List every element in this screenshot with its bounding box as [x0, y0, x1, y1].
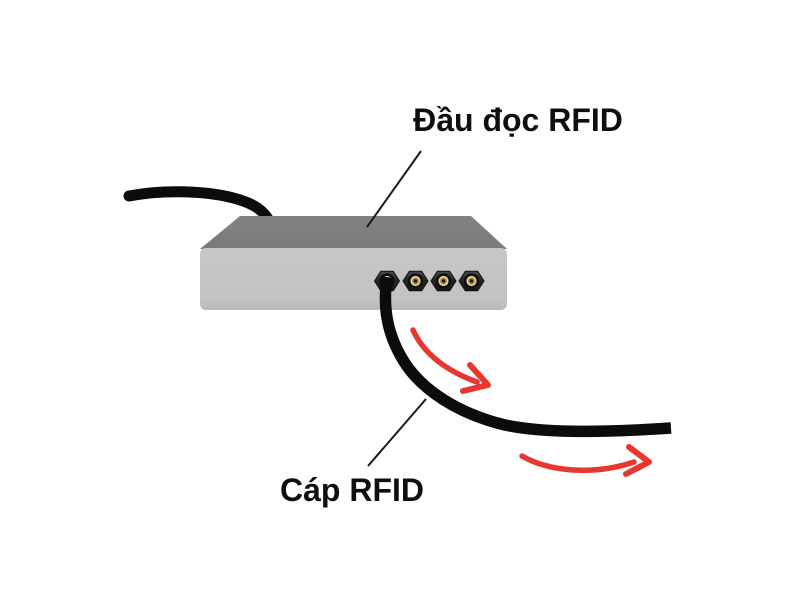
reader-box-top-face [200, 216, 507, 249]
rfid-cable [379, 276, 672, 438]
cable-label: Cáp RFID [280, 472, 424, 508]
incoming-cable [123, 186, 277, 230]
reader-pointer-line [366, 150, 422, 228]
curved-arrow-icon [410, 327, 491, 394]
reader-box-front-face [200, 248, 507, 310]
cable-pointer-line [367, 398, 427, 467]
reader-label: Đầu đọc RFID [413, 102, 623, 138]
curved-arrow-icon [519, 444, 652, 477]
